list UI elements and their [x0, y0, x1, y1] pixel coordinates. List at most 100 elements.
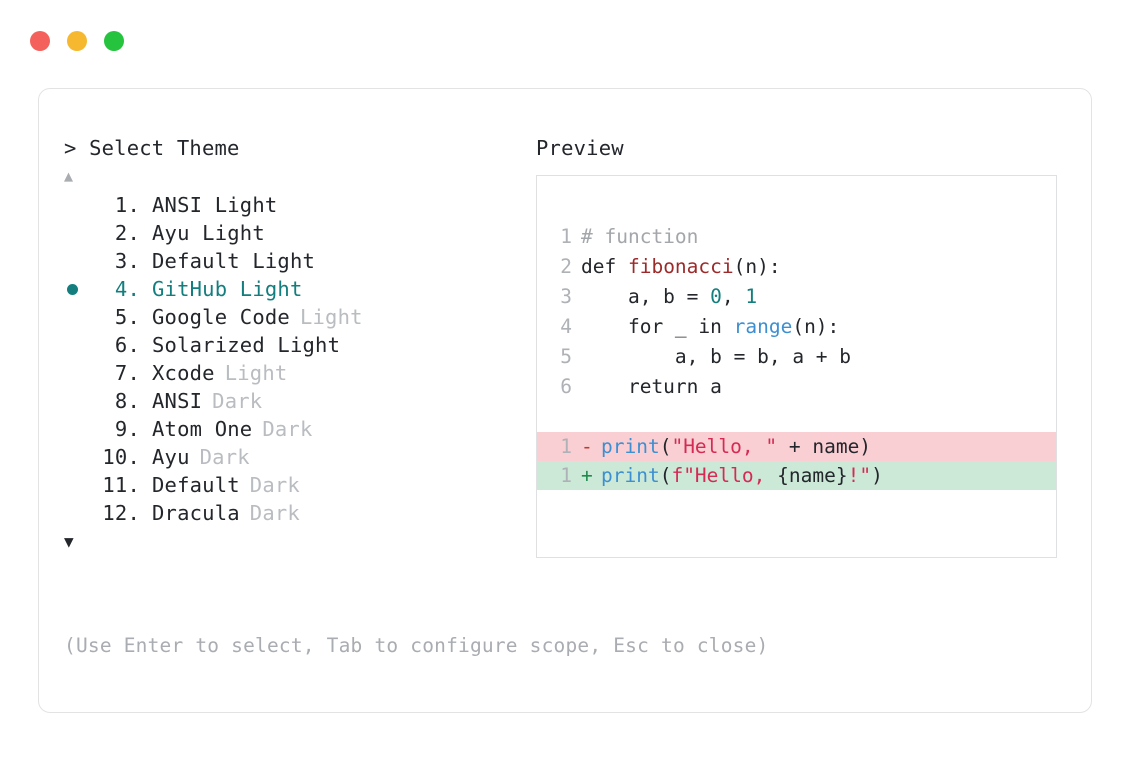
code-token: "Hello, ": [671, 434, 778, 458]
diff-marker: +: [581, 463, 593, 487]
minimize-dot[interactable]: [67, 31, 87, 51]
selected-bullet-icon: [67, 283, 78, 295]
code-token: print: [601, 434, 660, 458]
theme-list-item[interactable]: 3. Default Light: [64, 247, 534, 275]
theme-item-name: Ayu Light: [152, 221, 265, 245]
theme-item-name: Xcode: [152, 361, 215, 385]
code-token: (: [659, 463, 672, 487]
theme-item-index: 11.: [102, 473, 140, 497]
line-number: 6: [560, 375, 572, 398]
theme-item-name: ANSI: [152, 389, 203, 413]
theme-item-index: 1.: [114, 193, 140, 217]
theme-item-name: Dracula: [152, 501, 240, 525]
diff-added-line: 1 + print(f"Hello, {name}!"): [537, 461, 1056, 490]
code-token: # function: [581, 225, 699, 248]
line-number: 3: [560, 285, 572, 308]
code-token: !": [847, 463, 872, 487]
theme-list-item[interactable]: 1. ANSI Light: [64, 191, 534, 219]
theme-list-item[interactable]: 2. Ayu Light: [64, 219, 534, 247]
page-title: > Select Theme: [64, 136, 240, 160]
theme-item-name: ANSI Light: [152, 193, 278, 217]
code-line-text: # function: [581, 222, 698, 252]
theme-item-mode-tag: Light: [299, 305, 363, 329]
code-token: (: [659, 434, 672, 458]
line-number: 1: [560, 225, 572, 248]
code-token: ): [871, 463, 883, 487]
code-line: 1 # function: [550, 222, 1054, 252]
code-token: def: [581, 255, 628, 278]
code-token: {name}: [777, 463, 848, 487]
code-token: + name): [777, 434, 872, 458]
code-line-text: return a: [581, 372, 722, 402]
code-token: a, b = b, a + b: [581, 345, 852, 368]
theme-selection-panel: > Select Theme ▲ 1. ANSI Light 2. Ayu Light…: [64, 135, 534, 553]
theme-item-index: 2.: [114, 221, 140, 245]
code-token: fibonacci: [627, 255, 734, 278]
code-token: 0: [710, 285, 722, 308]
theme-item-mode-tag: Light: [224, 361, 288, 385]
theme-list-item[interactable]: 4. GitHub Light: [64, 275, 534, 303]
preview-label: Preview: [536, 136, 624, 160]
theme-item-index: 3.: [114, 249, 140, 273]
theme-item-name: GitHub Light: [152, 277, 303, 301]
theme-list-item[interactable]: 8. ANSI Dark: [64, 387, 534, 415]
theme-item-mode-tag: Dark: [249, 501, 300, 525]
theme-list-item[interactable]: 6. Solarized Light: [64, 331, 534, 359]
theme-list-item[interactable]: 12. Dracula Dark: [64, 499, 534, 527]
scroll-down-icon[interactable]: ▼: [64, 532, 74, 551]
theme-item-name: Default: [152, 473, 240, 497]
theme-item-index: 6.: [114, 333, 140, 357]
code-line-text: print("Hello, " + name): [601, 432, 871, 462]
code-token: (n):: [733, 255, 781, 278]
keyboard-hint: (Use Enter to select, Tab to configure s…: [64, 634, 769, 657]
code-token: ,: [721, 285, 746, 308]
line-number: 4: [560, 315, 572, 338]
line-number: 5: [560, 345, 572, 368]
code-token: return a: [581, 375, 722, 398]
code-blank-line: [550, 402, 1054, 432]
theme-item-name: Atom One: [152, 417, 253, 441]
theme-list-item[interactable]: 7. Xcode Light: [64, 359, 534, 387]
theme-item-name: Default Light: [152, 249, 316, 273]
theme-item-mode-tag: Dark: [212, 389, 263, 413]
line-number: 1: [560, 463, 572, 487]
theme-item-index: 12.: [102, 501, 140, 525]
theme-item-name: Solarized Light: [152, 333, 341, 357]
theme-item-index: 9.: [114, 417, 140, 441]
line-number: 1: [560, 434, 572, 458]
theme-list-item[interactable]: 9. Atom One Dark: [64, 415, 534, 443]
code-token: 1: [745, 285, 758, 308]
theme-picker-card: > Select Theme ▲ 1. ANSI Light 2. Ayu Light…: [38, 88, 1092, 713]
code-line-text: def fibonacci(n):: [581, 252, 781, 282]
theme-item-index: 4.: [114, 277, 140, 301]
code-token: a, b =: [581, 285, 711, 308]
theme-item-mode-tag: Dark: [262, 417, 313, 441]
diff-marker: -: [581, 434, 593, 458]
scroll-up-icon[interactable]: ▲: [64, 167, 74, 185]
code-token: for _ in: [581, 315, 734, 338]
code-token: (n):: [792, 315, 840, 338]
line-number: 2: [560, 255, 572, 278]
window-traffic-lights: [30, 31, 124, 51]
code-line: 3 a, b = 0, 1: [550, 282, 1054, 312]
code-line: 2 def fibonacci(n):: [550, 252, 1054, 282]
theme-item-mode-tag: Dark: [199, 445, 250, 469]
code-line: 4 for _ in range(n):: [550, 312, 1054, 342]
close-dot[interactable]: [30, 31, 50, 51]
code-line: 6 return a: [550, 372, 1054, 402]
theme-item-name: Ayu: [152, 445, 190, 469]
code-token: range: [733, 315, 793, 338]
code-token: print: [601, 463, 660, 487]
maximize-dot[interactable]: [104, 31, 124, 51]
code-line-text: for _ in range(n):: [581, 312, 839, 342]
theme-item-index: 8.: [114, 389, 140, 413]
theme-item-index: 7.: [114, 361, 140, 385]
code-token: f"Hello,: [671, 463, 778, 487]
